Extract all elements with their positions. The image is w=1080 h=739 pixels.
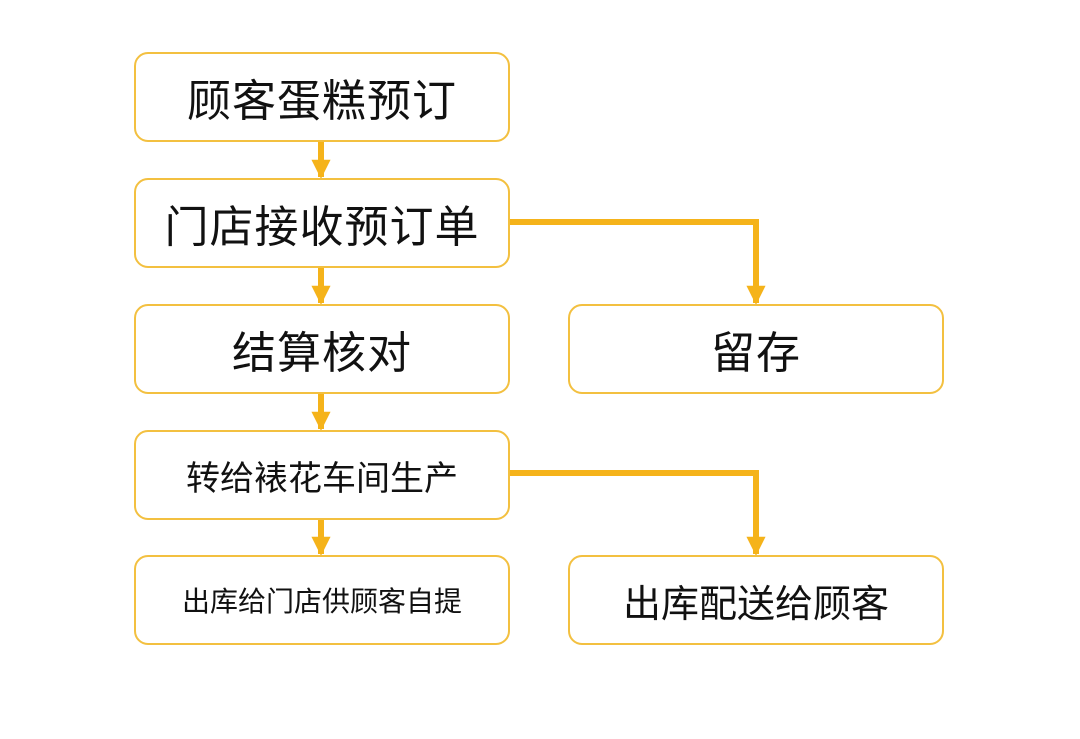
node-transfer-production-label: 转给裱花车间生产 (186, 458, 458, 499)
arrow-store-to-retain (510, 219, 766, 305)
node-settlement-check: 结算核对 (134, 304, 510, 394)
node-store-pickup: 出库给门店供顾客自提 (134, 555, 510, 645)
node-store-receives-order: 门店接收预订单 (134, 178, 510, 268)
node-store-pickup-label: 出库给门店供顾客自提 (181, 585, 462, 618)
node-customer-order: 顾客蛋糕预订 (134, 52, 510, 142)
node-customer-order-label: 顾客蛋糕预订 (187, 76, 457, 127)
arrow-production-to-delivery (510, 470, 766, 556)
node-transfer-production: 转给裱花车间生产 (134, 430, 510, 520)
node-delivery: 出库配送给顾客 (568, 555, 944, 645)
node-delivery-label: 出库配送给顾客 (622, 581, 889, 626)
node-retain: 留存 (568, 304, 944, 394)
node-settlement-check-label: 结算核对 (232, 328, 412, 379)
node-retain-label: 留存 (711, 328, 801, 379)
node-store-receives-order-label: 门店接收预订单 (164, 202, 480, 253)
